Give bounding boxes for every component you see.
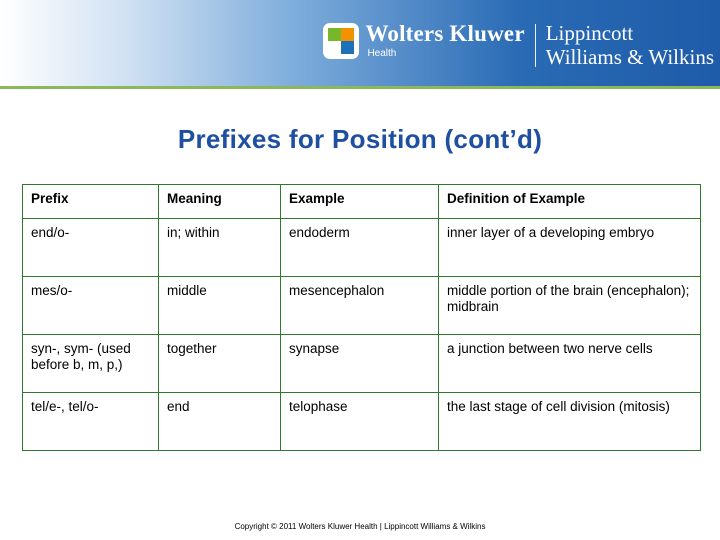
cell-meaning: end bbox=[158, 392, 281, 451]
column-header-meaning: Meaning bbox=[158, 184, 281, 219]
logo-divider bbox=[534, 24, 536, 68]
header-banner: Wolters Kluwer Health Lippincott William… bbox=[0, 0, 720, 86]
page-title: Prefixes for Position (cont’d) bbox=[177, 124, 543, 154]
cell-prefix: mes/o- bbox=[22, 276, 159, 335]
cell-prefix: syn-, sym- (used before b, m, p,) bbox=[22, 334, 159, 393]
header-accent-rule bbox=[0, 86, 720, 89]
prefix-table-container: Prefix Meaning Example Definition of Exa… bbox=[22, 184, 701, 451]
wolters-kluwer-logo-icon bbox=[323, 23, 360, 59]
column-header-definition: Definition of Example bbox=[438, 184, 701, 219]
column-header-prefix: Prefix bbox=[22, 184, 159, 219]
brand-sub-label: Health bbox=[367, 48, 397, 59]
table-row: syn-, sym- (used before b, m, p,) togeth… bbox=[22, 334, 701, 393]
cell-definition: the last stage of cell division (mitosis… bbox=[438, 392, 701, 451]
cell-meaning: together bbox=[158, 334, 281, 393]
cell-example: telophase bbox=[280, 392, 439, 451]
cell-prefix: end/o- bbox=[22, 218, 159, 277]
table-row: tel/e-, tel/o- end telophase the last st… bbox=[22, 392, 701, 451]
brand-secondary-line2: Williams & Wilkins bbox=[545, 44, 714, 69]
prefix-table: Prefix Meaning Example Definition of Exa… bbox=[22, 184, 701, 451]
cell-meaning: middle bbox=[158, 276, 281, 335]
cell-prefix: tel/e-, tel/o- bbox=[22, 392, 159, 451]
cell-definition: a junction between two nerve cells bbox=[438, 334, 701, 393]
brand-primary-label: Wolters Kluwer bbox=[365, 21, 525, 46]
table-row: end/o- in; within endoderm inner layer o… bbox=[22, 218, 701, 277]
brand-secondary-line1: Lippincott bbox=[545, 21, 634, 45]
cell-definition: inner layer of a developing embryo bbox=[438, 218, 701, 277]
brand-logo: Wolters Kluwer Health Lippincott William… bbox=[323, 21, 714, 69]
brand-secondary-text: Lippincott Williams & Wilkins bbox=[545, 21, 714, 69]
cell-meaning: in; within bbox=[158, 218, 281, 277]
cell-example: endoderm bbox=[280, 218, 439, 277]
brand-primary-text: Wolters Kluwer Health bbox=[365, 22, 524, 59]
table-header-row: Prefix Meaning Example Definition of Exa… bbox=[22, 184, 701, 219]
column-header-example: Example bbox=[280, 184, 439, 219]
table-row: mes/o- middle mesencephalon middle porti… bbox=[22, 276, 701, 335]
cell-example: mesencephalon bbox=[280, 276, 439, 335]
footer-copyright: Copyright © 2011 Wolters Kluwer Health |… bbox=[234, 522, 486, 531]
cell-definition: middle portion of the brain (encephalon)… bbox=[438, 276, 701, 335]
cell-example: synapse bbox=[280, 334, 439, 393]
